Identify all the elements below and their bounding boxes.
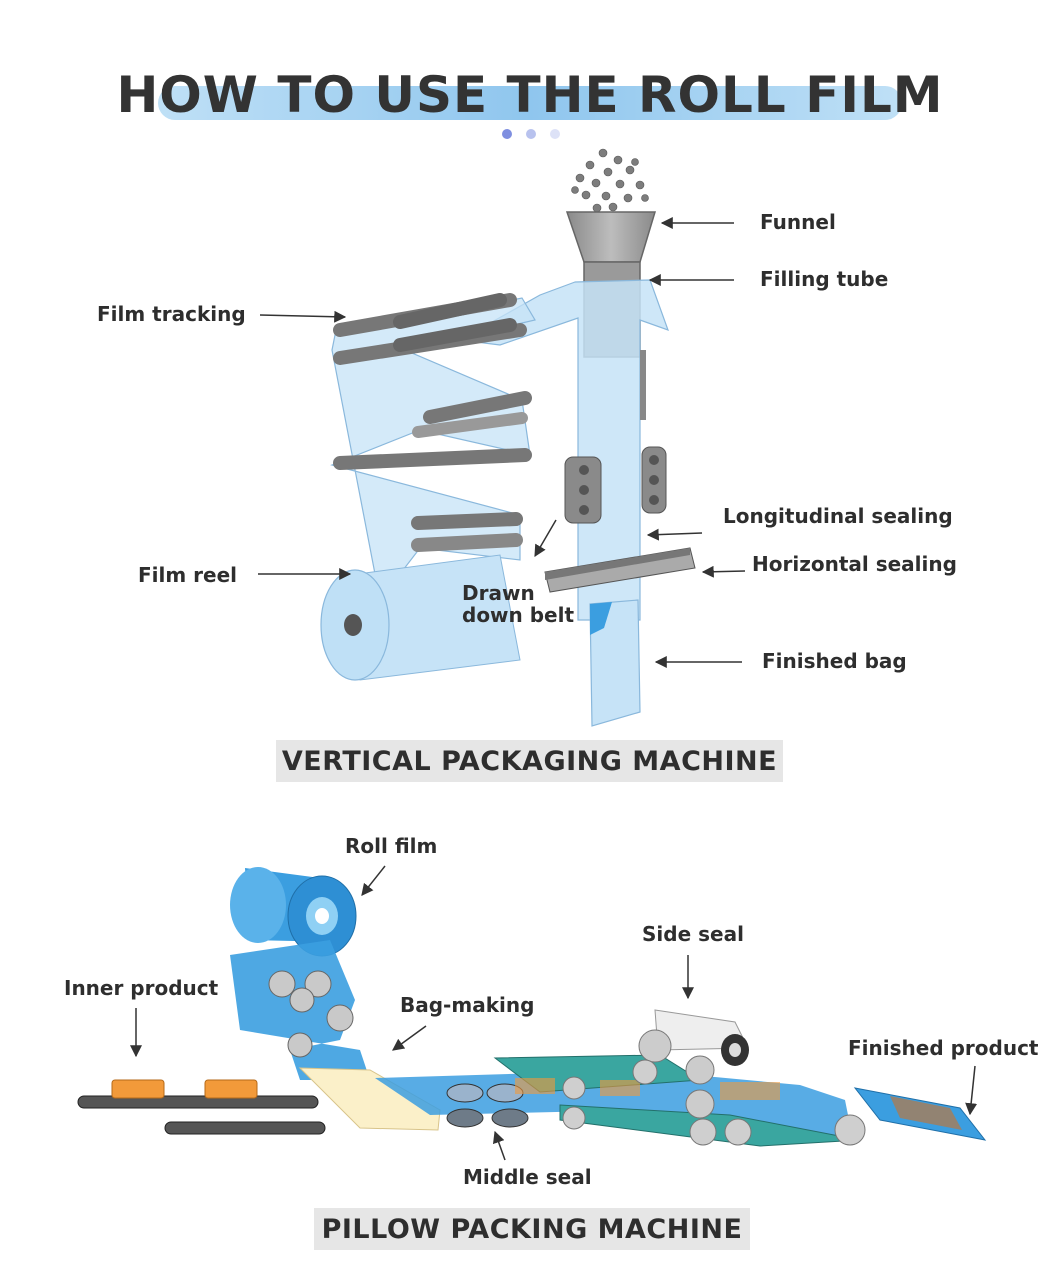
finished-product-label: Finished product <box>848 1036 1039 1060</box>
inner-product-label: Inner product <box>64 976 219 1000</box>
title-highlight-bar <box>158 86 902 120</box>
pillow-machine-illustration <box>77 865 987 1161</box>
film-tracking-rollers <box>333 293 532 552</box>
filling-tube-label: Filling tube <box>760 267 889 291</box>
inner-product-conveyor <box>77 1079 326 1135</box>
film-reel-shape <box>320 554 521 681</box>
vertical-machine-title-band: VERTICAL PACKAGING MACHINE <box>276 740 783 782</box>
longitudinal-sealing-label: Longitudinal sealing <box>723 504 953 528</box>
drawn-down-belt-shape <box>564 446 667 524</box>
finished-bag-shape <box>589 599 641 727</box>
finished-bag-label: Finished bag <box>762 649 907 673</box>
guide-rollers <box>268 970 354 1058</box>
drawn-down-belt-label-line1: Drawn <box>462 581 535 605</box>
film-tracking-label: Film tracking <box>97 302 246 326</box>
vertical-machine-title: VERTICAL PACKAGING MACHINE <box>281 745 778 777</box>
middle-seal-label: Middle seal <box>463 1165 592 1189</box>
side-seal-rollers <box>638 1009 749 1119</box>
drawn-down-belt-label-line2: down belt <box>462 603 575 627</box>
side-seal-label: Side seal <box>642 922 744 946</box>
carousel-dot[interactable] <box>526 129 536 139</box>
middle-seal-wheels <box>446 1083 529 1128</box>
horizontal-sealing-label: Horizontal sealing <box>752 552 957 576</box>
roll-film-label: Roll film <box>345 834 438 858</box>
funnel-label: Funnel <box>760 210 836 234</box>
finished-product-shape <box>853 1087 987 1141</box>
film-reel-label: Film reel <box>138 563 238 587</box>
bag-making-label: Bag-making <box>400 993 535 1017</box>
roll-film-shape <box>230 867 357 957</box>
funnel-shape <box>565 211 657 263</box>
pillow-machine-title: PILLOW PACKING MACHINE <box>321 1213 743 1245</box>
page-title: HOW TO USE THE ROLL FILM <box>116 66 944 124</box>
pillow-machine-title-band: PILLOW PACKING MACHINE <box>314 1208 750 1250</box>
horizontal-sealing-jaws <box>544 547 696 593</box>
carousel-dot[interactable] <box>502 129 512 139</box>
carousel-dot[interactable] <box>550 129 560 139</box>
product-particles <box>571 148 649 213</box>
vertical-machine-illustration <box>258 148 746 727</box>
